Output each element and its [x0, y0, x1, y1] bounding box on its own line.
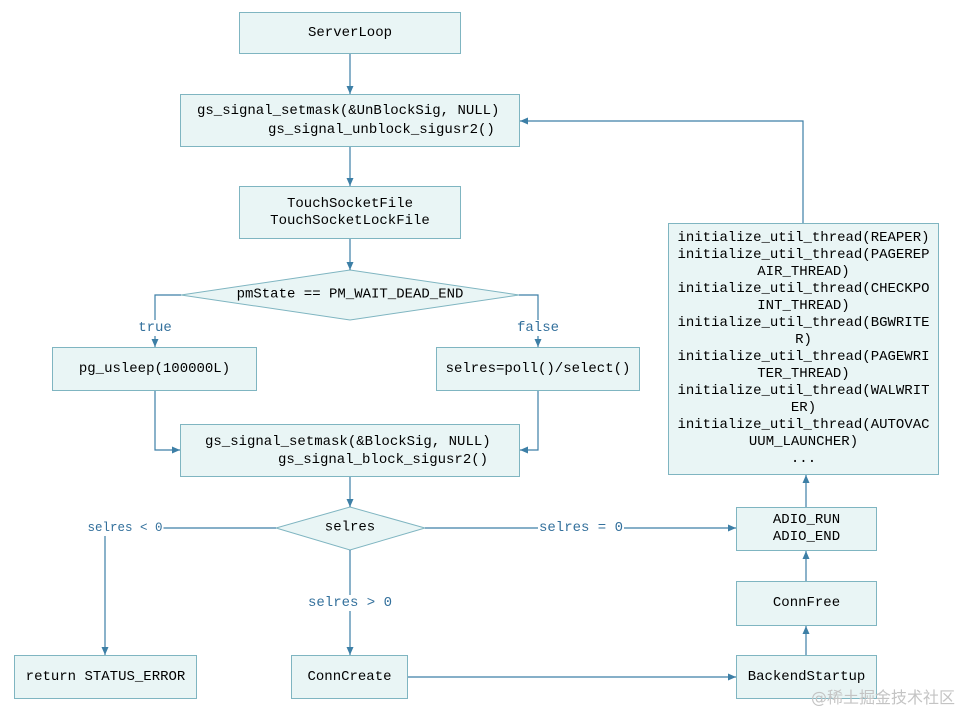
- conn-free-label: ConnFree: [772, 595, 841, 611]
- touch-socket-file-label: TouchSocketFile: [286, 195, 414, 212]
- conn-create-label: ConnCreate: [307, 668, 392, 685]
- touch-socket-node: TouchSocketFile TouchSocketLockFile: [239, 186, 461, 239]
- block-setmask-label: gs_signal_setmask(&BlockSig, NULL): [205, 434, 491, 450]
- init-thread-line: R): [795, 332, 812, 348]
- adio-run-label: ADIO_RUN: [772, 512, 841, 528]
- init-thread-line: AIR_THREAD): [757, 264, 850, 280]
- unblock-setmask-label: gs_signal_setmask(&UnBlockSig, NULL): [197, 103, 500, 119]
- backend-startup-label: BackendStartup: [747, 668, 866, 685]
- pm-state-decision-shape: [180, 269, 520, 321]
- conn-free-node: ConnFree: [736, 581, 877, 626]
- return-error-node: return STATUS_ERROR: [14, 655, 197, 699]
- edge-label-selres-lt-0: selres < 0: [86, 520, 164, 536]
- arrow-init-threads-to-unblock: [520, 117, 804, 223]
- unblock-sigusr2-label: gs_signal_unblock_sigusr2(): [268, 122, 495, 138]
- poll-label: selres=poll()/select(): [445, 360, 631, 377]
- init-thread-line: initialize_util_thread(AUTOVAC: [677, 417, 930, 433]
- watermark: @稀土掘金技术社区: [810, 688, 955, 707]
- init-thread-line: initialize_util_thread(CHECKPO: [677, 281, 930, 297]
- edge-label-false: false: [515, 320, 561, 336]
- init-thread-line: initialize_util_thread(BGWRITE: [677, 315, 930, 331]
- block-sigusr2-label: gs_signal_block_sigusr2(): [278, 452, 489, 468]
- init-thread-line: ER): [790, 400, 817, 416]
- arrow-selres-to-return-error: [101, 527, 276, 655]
- arrow-poll-to-block: [520, 391, 539, 454]
- poll-node: selres=poll()/select(): [436, 347, 640, 391]
- adio-node: ADIO_RUN ADIO_END: [736, 507, 877, 551]
- unblock-signals-node: gs_signal_setmask(&UnBlockSig, NULL) gs_…: [180, 94, 520, 147]
- pm-state-decision-label: pmState == PM_WAIT_DEAD_END: [236, 286, 464, 303]
- init-thread-ellipsis: ...: [790, 451, 817, 467]
- init-threads-node: initialize_util_thread(REAPER) initializ…: [668, 223, 939, 475]
- adio-end-label: ADIO_END: [772, 529, 841, 545]
- arrow-sleep-to-block: [154, 391, 180, 454]
- edge-label-selres-gt-0: selres > 0: [306, 595, 394, 611]
- init-thread-line: initialize_util_thread(WALWRIT: [677, 383, 930, 399]
- init-thread-line: initialize_util_thread(PAGEWRI: [677, 349, 930, 365]
- block-signals-node: gs_signal_setmask(&BlockSig, NULL) gs_si…: [180, 424, 520, 477]
- return-error-label: return STATUS_ERROR: [25, 668, 186, 685]
- init-thread-line: initialize_util_thread(REAPER): [677, 230, 930, 246]
- server-loop-node: ServerLoop: [239, 12, 461, 54]
- edge-label-selres-eq-0: selres = 0: [537, 520, 625, 536]
- sleep-node: pg_usleep(100000L): [52, 347, 257, 391]
- edge-label-true: true: [137, 320, 173, 336]
- backend-startup-node: BackendStartup: [736, 655, 877, 699]
- conn-create-node: ConnCreate: [291, 655, 408, 699]
- init-thread-line: UUM_LAUNCHER): [748, 434, 859, 450]
- init-thread-line: INT_THREAD): [757, 298, 850, 314]
- selres-decision-label: selres: [324, 519, 376, 536]
- sleep-label: pg_usleep(100000L): [78, 360, 231, 377]
- server-loop-label: ServerLoop: [307, 24, 392, 41]
- touch-socket-lock-file-label: TouchSocketLockFile: [270, 212, 430, 229]
- init-thread-line: initialize_util_thread(PAGEREP: [677, 247, 930, 263]
- init-thread-line: TER_THREAD): [757, 366, 850, 382]
